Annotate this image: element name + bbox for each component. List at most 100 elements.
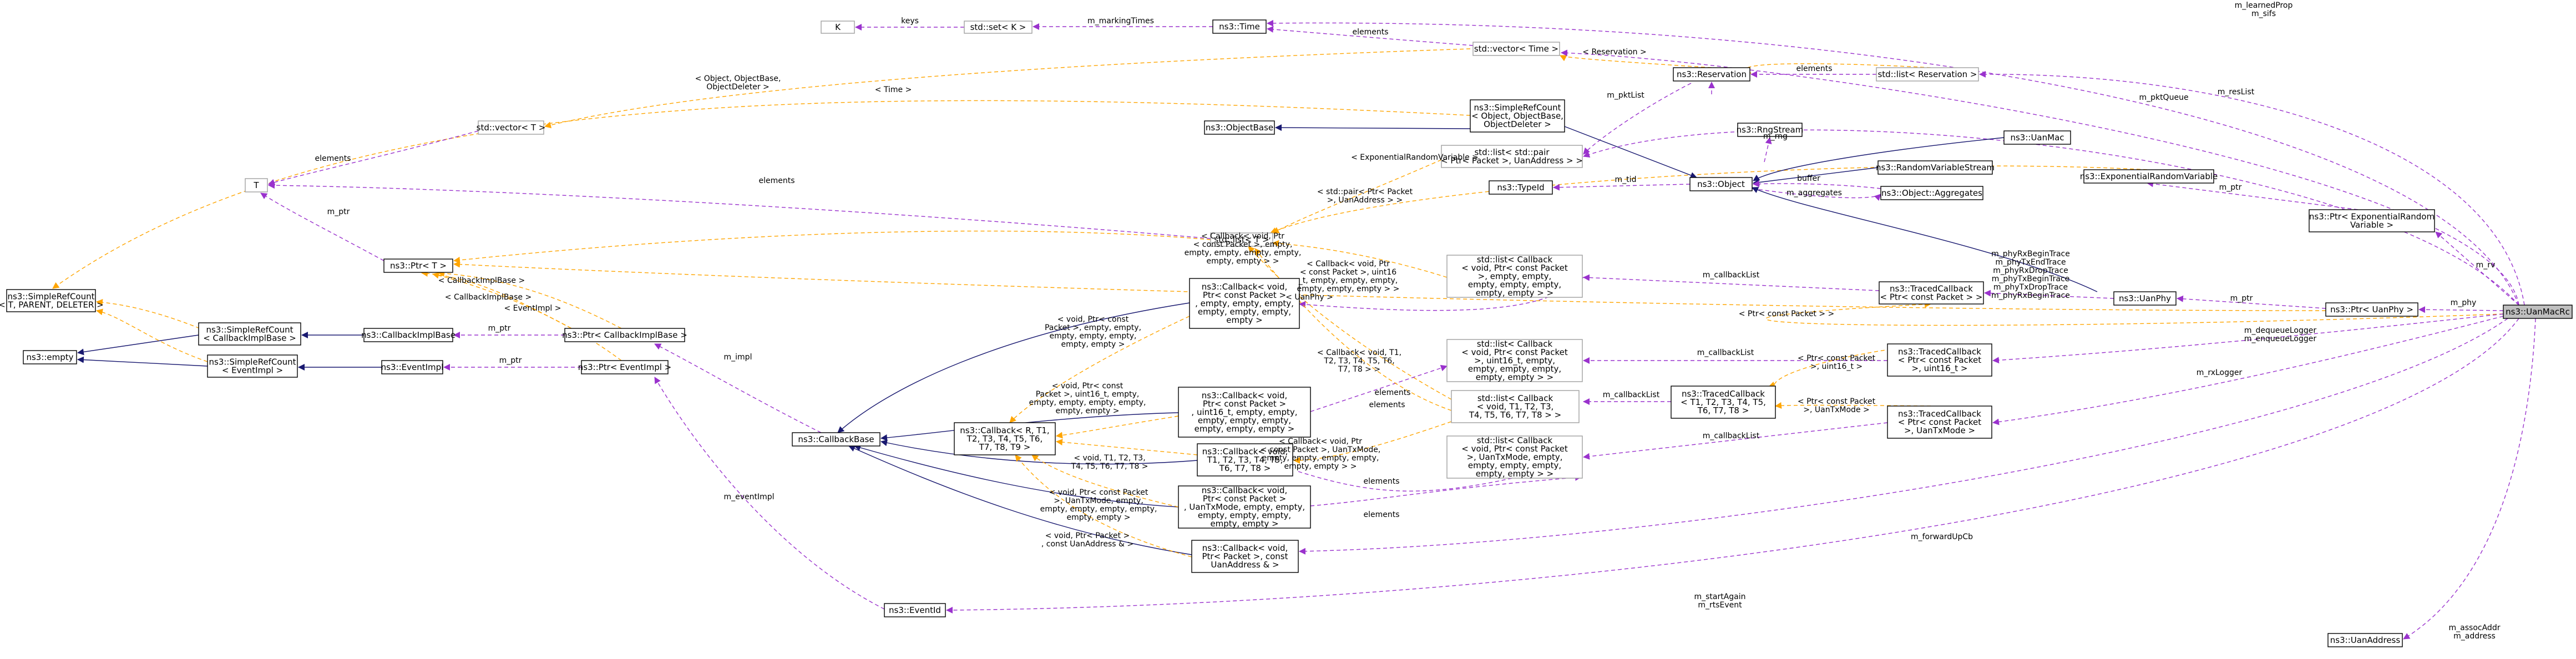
class-node-list-pair[interactable]: std::list< std::pair< Ptr< Packet >, Uan… [1441, 145, 1583, 168]
class-name: ns3::TracedCallback< Ptr< const Packet>,… [1898, 409, 1981, 435]
class-node-ptr-t[interactable]: ns3::Ptr< T > [383, 258, 453, 273]
inheritance-edge [1275, 124, 1471, 131]
class-node-set-k[interactable]: std::set< K > [964, 21, 1033, 34]
class-box [1673, 67, 1750, 82]
template-edge [52, 100, 1471, 289]
class-node-simple-ref-obj[interactable]: ns3::SimpleRefCount< Object, ObjectBase,… [1470, 99, 1565, 133]
class-node-list-reservation[interactable]: std::list< Reservation > [1876, 67, 1979, 82]
class-box [1446, 255, 1583, 298]
class-box [2309, 209, 2435, 232]
edge-label: < CallbackImplBase > [445, 293, 532, 302]
edge-label: m_ptr [2219, 183, 2242, 192]
class-box [23, 350, 77, 364]
class-box [207, 354, 298, 378]
class-node-time[interactable]: ns3::Time [1212, 19, 1267, 34]
edge-label: < UanPhy > [1286, 293, 1333, 302]
class-box [1876, 67, 1979, 82]
class-node-rng-stream[interactable]: ns3::RngStream [1737, 123, 1804, 137]
class-node-cb-void-addr[interactable]: ns3::Callback< void,Ptr< Packet >, const… [1191, 540, 1299, 573]
member-edge [1310, 364, 1448, 412]
class-node-list-t[interactable]: std::list< T > [1210, 232, 1273, 247]
edge-label: m_ptr [499, 356, 522, 365]
edge-label: elements [1796, 64, 1832, 73]
edge-label: m_rng [1763, 132, 1788, 141]
inheritance-edge [837, 302, 1190, 433]
inheritance-edge [1752, 187, 2098, 292]
class-node-traced-cb-txmode[interactable]: ns3::TracedCallback< Ptr< const Packet>,… [1887, 405, 1992, 439]
class-node-event-id[interactable]: ns3::EventId [884, 603, 946, 617]
class-node-uan-mac-rc[interactable]: ns3::UanMacRc [2503, 305, 2573, 319]
class-node-list-cb-txmode[interactable]: std::list< Callback< void, Ptr< const Pa… [1446, 435, 1583, 479]
inheritance-edge [77, 356, 208, 367]
inheritance-edge [1564, 126, 1697, 179]
class-node-object-base[interactable]: ns3::ObjectBase [1204, 120, 1275, 135]
class-box [2503, 305, 2573, 319]
class-node-type-id[interactable]: ns3::TypeId [1489, 180, 1553, 195]
class-node-ptr-eventimpl[interactable]: ns3::Ptr< EventImpl > [578, 360, 671, 374]
edge-label: elements [1352, 28, 1388, 37]
member-edge [1979, 70, 2525, 306]
class-node-cbimpl-base[interactable]: ns3::CallbackImplBase [361, 328, 456, 342]
edge-label: m_callbackList [1703, 271, 1760, 280]
class-name: std::list< Callback< void, Ptr< const Pa… [1461, 339, 1568, 382]
class-box [1178, 485, 1311, 529]
class-node-empty[interactable]: ns3::empty [23, 350, 77, 364]
class-node-simple-ref-t[interactable]: ns3::SimpleRefCount< T, PARENT, DELETER … [0, 289, 104, 312]
class-node-traced-cb-uint16[interactable]: ns3::TracedCallback< Ptr< const Packet>,… [1887, 343, 1992, 377]
class-box [1189, 278, 1300, 329]
class-node-uan-address[interactable]: ns3::UanAddress [2327, 633, 2403, 647]
class-node-uan-mac[interactable]: ns3::UanMac [2003, 130, 2071, 145]
member-edge [654, 377, 885, 610]
class-node-list-cb-uint16[interactable]: std::list< Callback< void, Ptr< const Pa… [1446, 255, 1583, 298]
edge-label: buffer [1797, 174, 1820, 183]
template-edge [1015, 454, 1192, 557]
class-node-src-cbimpl[interactable]: ns3::SimpleRefCount< CallbackImplBase > [198, 322, 301, 346]
class-name: ns3::Object [1697, 179, 1745, 189]
class-node-object[interactable]: ns3::Object [1689, 177, 1753, 191]
member-edge [1310, 474, 1582, 506]
class-box [1441, 145, 1583, 168]
template-edge [1765, 301, 2504, 326]
class-box [1880, 186, 1983, 200]
class-node-cb-generic[interactable]: ns3::Callback< R, T1,T2, T3, T4, T5, T6,… [954, 422, 1056, 455]
class-node-list-cb-void-t[interactable]: std::list< Callback< void, Ptr< const Pa… [1446, 339, 1583, 382]
class-node-cb-void-pkt[interactable]: ns3::Callback< void,Ptr< const Packet >,… [1189, 278, 1300, 329]
class-node-eventimpl[interactable]: ns3::EventImpl [381, 360, 444, 374]
class-box [884, 603, 946, 617]
class-node-traced-cb-packet[interactable]: ns3::TracedCallback< Ptr< const Packet >… [1879, 281, 1984, 305]
class-box [1737, 123, 1803, 137]
class-name: K [835, 22, 841, 32]
class-node-cb-void-uint16[interactable]: ns3::Callback< void,Ptr< const Packet >,… [1178, 387, 1311, 438]
class-node-traced-cb-generic[interactable]: ns3::TracedCallback< T1, T2, T3, T4, T5,… [1671, 386, 1776, 419]
class-node-src-eventimpl[interactable]: ns3::SimpleRefCount< EventImpl > [207, 354, 298, 378]
class-node-list-cb-t[interactable]: std::list< Callback< void, T1, T2, T3,T4… [1451, 390, 1580, 423]
class-name: ns3::SimpleRefCount< T, PARENT, DELETER … [0, 292, 104, 310]
class-node-vec-t[interactable]: std::vector< T > [477, 120, 546, 135]
class-node-exp-rv[interactable]: ns3::ExponentialRandomVariable [2080, 169, 2218, 184]
class-node-K[interactable]: K [821, 21, 855, 34]
class-node-rv-stream[interactable]: ns3::RandomVariableStream [1876, 160, 1995, 175]
class-node-aggregates[interactable]: ns3::Object::Aggregates [1880, 186, 1983, 200]
class-name: T [253, 180, 259, 190]
edge-label: m_callbackList [1703, 432, 1760, 440]
class-node-ptr-cbimpl[interactable]: ns3::Ptr< CallbackImplBase > [562, 328, 687, 342]
class-node-callback-base[interactable]: ns3::CallbackBase [792, 432, 880, 447]
class-node-vec-time[interactable]: std::vector< Time > [1472, 42, 1560, 56]
class-node-cb-void-t[interactable]: ns3::Callback< void,T1, T2, T3, T4, T5,T… [1197, 443, 1293, 476]
class-node-cb-void-txmode[interactable]: ns3::Callback< void,Ptr< const Packet >,… [1178, 485, 1311, 529]
class-node-ptr-uan-phy[interactable]: ns3::Ptr< UanPhy > [2325, 302, 2418, 317]
template-edge [1272, 159, 1442, 234]
class-node-uan-phy[interactable]: ns3::UanPhy [2113, 291, 2177, 306]
edge-label: m_pktList [1607, 91, 1644, 100]
class-name: ns3::empty [26, 352, 73, 362]
class-node-reservation[interactable]: ns3::Reservation [1673, 67, 1750, 82]
class-node-T[interactable]: T [245, 178, 268, 192]
class-name: ns3::Callback< void,Ptr< const Packet >,… [1184, 485, 1305, 529]
